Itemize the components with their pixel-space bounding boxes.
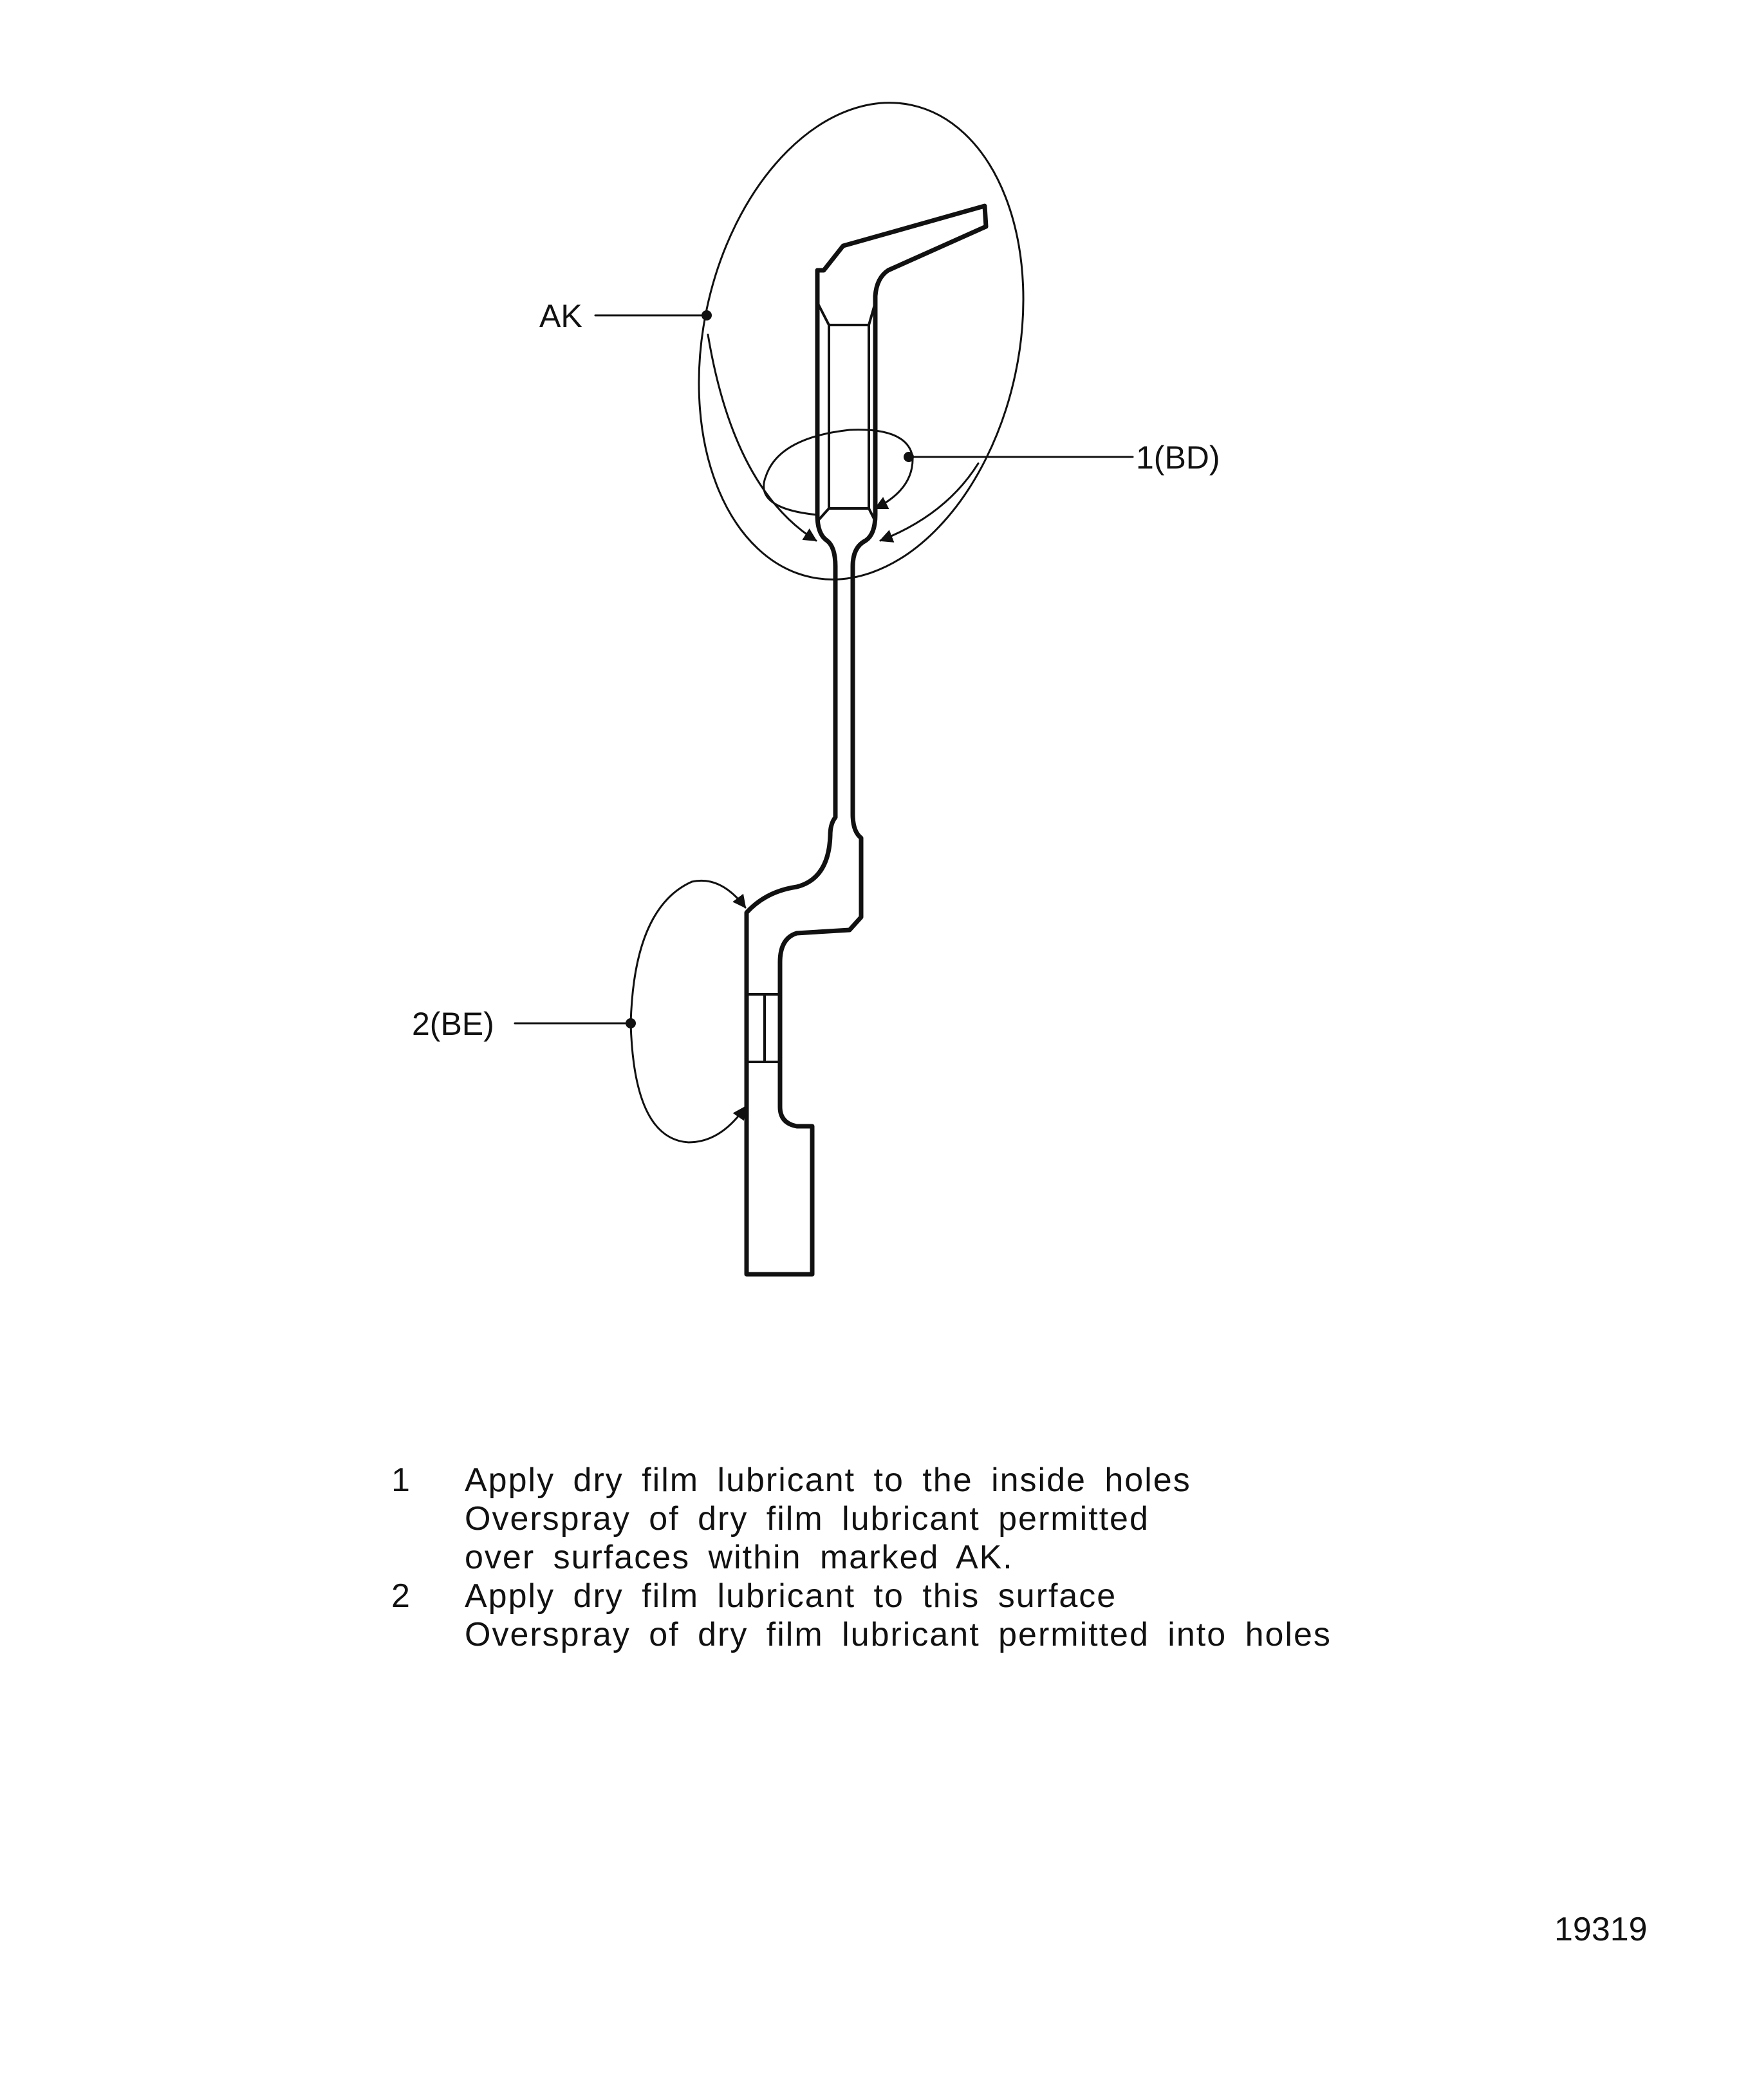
bd-leader-dot	[904, 452, 914, 462]
lower-hole-lines	[745, 993, 781, 1063]
bd-loop-arrow	[763, 429, 914, 516]
ak-leader-dot	[702, 310, 712, 321]
note-1-line-3: over surfaces within marked AK.	[465, 1539, 1014, 1576]
note-2-line-1: Apply dry film lubricant to this surface	[465, 1577, 1117, 1615]
ak-zone-ellipse	[698, 102, 1025, 581]
upper-hole-lines	[816, 301, 877, 523]
callout-bd: 1(BD)	[1136, 440, 1220, 476]
note-1-line-1: Apply dry film lubricant to the inside h…	[465, 1462, 1191, 1499]
callout-ak: AK	[539, 298, 582, 334]
callout-be: 2(BE)	[412, 1006, 494, 1042]
be-loop-arrow-bottom	[629, 1022, 747, 1144]
note-2-number: 2	[391, 1577, 410, 1615]
part-outline	[744, 203, 989, 1277]
ak-arrow-left	[707, 333, 817, 542]
note-1-number: 1	[391, 1462, 410, 1499]
note-2-line-2: Overspray of dry film lubricant permitte…	[465, 1616, 1332, 1653]
part-diagram: AK 1(BD) 2(BE)	[412, 102, 1220, 1277]
note-1-line-2: Overspray of dry film lubricant permitte…	[465, 1500, 1149, 1538]
be-loop-arrow-top	[629, 879, 747, 1025]
figure-number: 19319	[1554, 1911, 1648, 1948]
ak-arrow-right	[879, 462, 980, 543]
be-leader-dot	[626, 1018, 636, 1028]
